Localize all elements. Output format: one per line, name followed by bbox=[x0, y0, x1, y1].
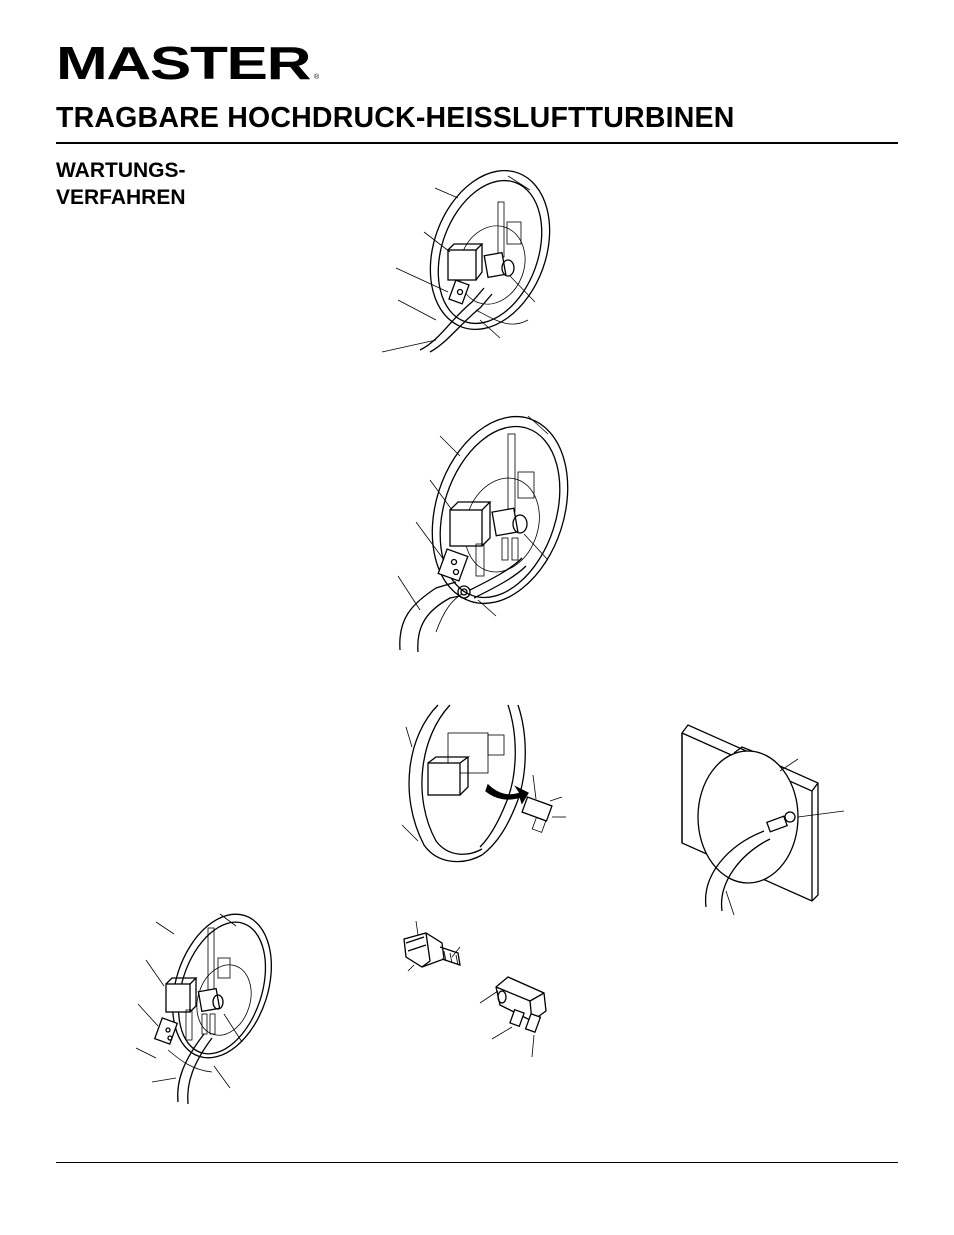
burner-assembly-hose-diagram bbox=[381, 169, 551, 353]
logo-text: MASTER bbox=[56, 37, 311, 89]
section-heading: WARTUNGS- VERFAHREN bbox=[56, 157, 186, 211]
master-logo: MASTER ® bbox=[56, 40, 326, 86]
section-heading-line2: VERFAHREN bbox=[56, 186, 186, 209]
section-heading-line1: WARTUNGS- bbox=[56, 159, 186, 182]
nozzle-adapter-diagram bbox=[403, 920, 547, 1058]
logo-registered-mark: ® bbox=[314, 74, 320, 81]
footer-divider bbox=[56, 1162, 898, 1163]
header-divider bbox=[56, 142, 898, 144]
burner-assembly-diagram bbox=[135, 913, 273, 1105]
page-title: TRAGBARE HOCHDRUCK-HEISSLUFTTURBINEN bbox=[56, 102, 735, 134]
fan-guard-hose-diagram bbox=[681, 724, 845, 916]
nozzle-removal-diagram bbox=[401, 704, 566, 863]
burner-assembly-detail-diagram bbox=[397, 415, 569, 653]
